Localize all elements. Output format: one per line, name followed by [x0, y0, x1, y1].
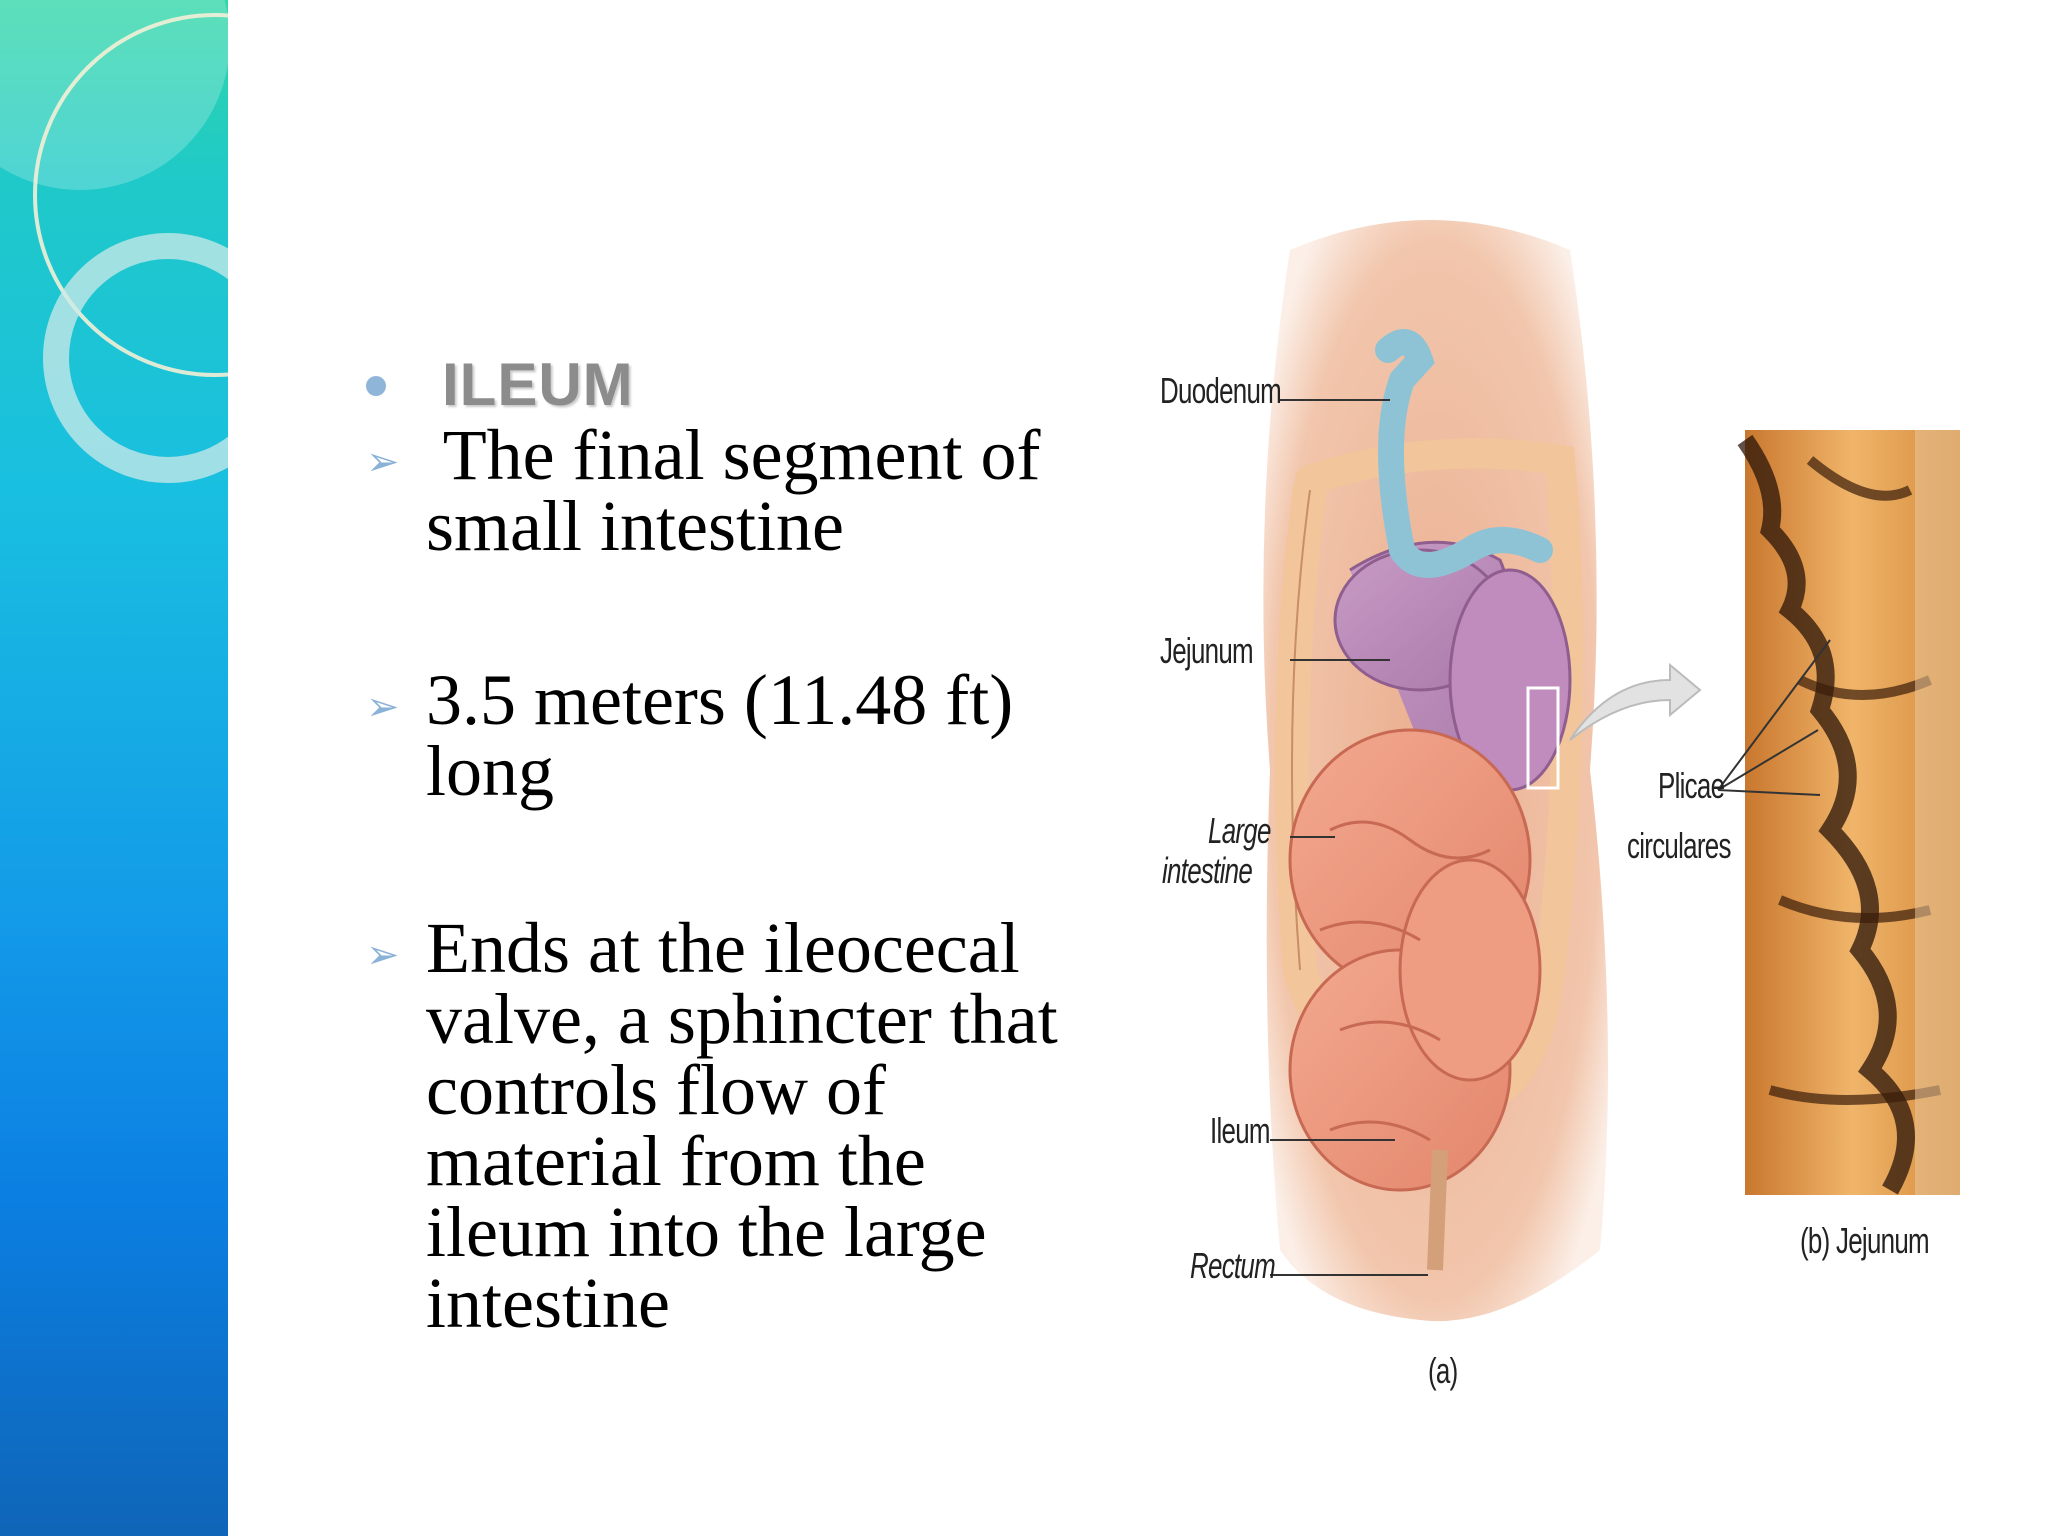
circle-bullet-icon [366, 376, 386, 396]
arrow-bullet-icon: ➢ [366, 439, 400, 485]
bullet-line: material from the [426, 1121, 926, 1201]
bullet-line: controls flow of [426, 1050, 886, 1130]
label-panel-b: (b) Jejunum [1800, 1220, 1930, 1261]
decorative-side-strip [0, 0, 228, 1536]
bullet-line: small intestine [426, 486, 844, 566]
label-duodenum: Duodenum [1160, 370, 1282, 411]
arrow-bullet-icon: ➢ [366, 684, 400, 730]
slide-heading: ILEUM [442, 351, 634, 418]
label-large: Large [1208, 810, 1271, 851]
bullet-line: valve, a sphincter that [426, 979, 1058, 1059]
label-rectum: Rectum [1190, 1245, 1276, 1286]
bullet-line: intestine [426, 1263, 670, 1343]
bullet-line: The final segment of [426, 415, 1041, 495]
label-panel-a: (a) [1428, 1350, 1458, 1391]
bullet-line: Ends at the ileocecal [426, 908, 1020, 988]
label-jejunum: Jejunum [1160, 630, 1254, 671]
label-intestine: intestine [1162, 850, 1253, 891]
intestine-illustration [1263, 220, 1960, 1322]
bullet-line: ileum into the large [426, 1192, 987, 1272]
bullet-item: ➢ The final segment of small intestine [360, 415, 1120, 566]
text-content: ILEUM ➢ The final segment of small intes… [360, 340, 1120, 1339]
arrow-bullet-icon: ➢ [366, 932, 400, 978]
label-ileum: Ileum [1210, 1110, 1271, 1151]
bullet-line: long [426, 731, 555, 811]
intestine-figure: Duodenum Jejunum Large intestine Ileum R… [1160, 210, 2010, 1420]
ring-decoration [0, 0, 228, 483]
bullet-item: ➢ Ends at the ileocecal valve, a sphinct… [360, 908, 1120, 1343]
bullet-line: 3.5 meters (11.48 ft) [426, 660, 1014, 740]
label-circulares: circulares [1627, 825, 1731, 866]
label-plicae: Plicae [1658, 765, 1725, 806]
bullet-item: ➢ 3.5 meters (11.48 ft) long [360, 660, 1120, 811]
heading-row: ILEUM [360, 340, 1120, 420]
